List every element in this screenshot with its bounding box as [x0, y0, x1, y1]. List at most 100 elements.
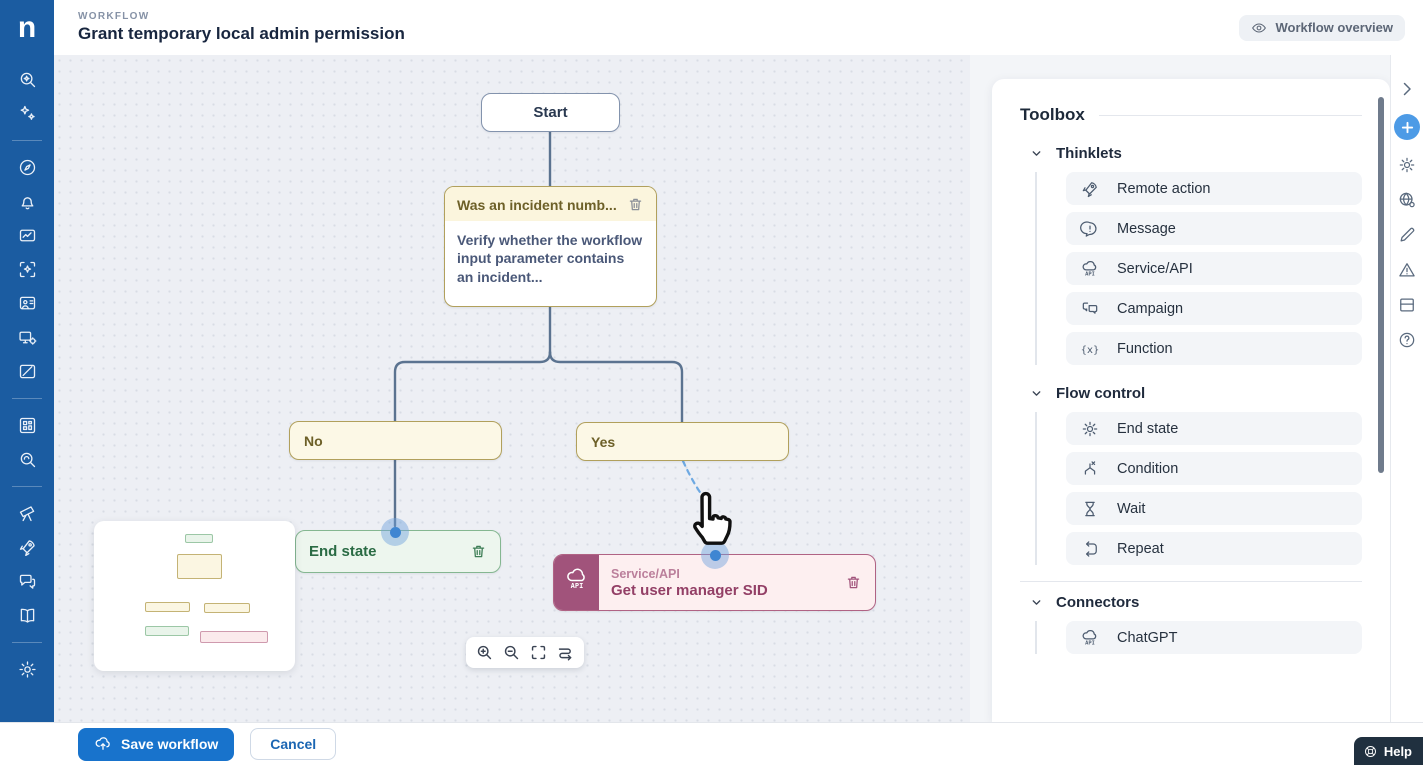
- compass-icon[interactable]: [17, 157, 38, 178]
- fit-view-icon[interactable]: [530, 644, 547, 661]
- toolbox-item-message[interactable]: Message: [1066, 212, 1362, 245]
- minimap-node: [204, 603, 250, 613]
- right-icon-rail: [1390, 55, 1423, 722]
- question-icon[interactable]: [1397, 330, 1417, 350]
- scan-sparkle-icon[interactable]: [17, 259, 38, 280]
- left-nav-sidebar: [0, 55, 54, 722]
- gear-icon: [1080, 419, 1100, 439]
- minimap-node: [177, 554, 222, 579]
- toolbox-section-flow-control: Flow control End state Condition Wait R: [1020, 385, 1362, 565]
- logo-letter: n: [17, 10, 37, 44]
- toolbox-item-end-state[interactable]: End state: [1066, 412, 1362, 445]
- cloud-api-icon: API: [1080, 259, 1100, 279]
- cloud-api-icon: API: [1080, 628, 1100, 648]
- function-icon: {x}: [1080, 339, 1100, 359]
- people-board-icon[interactable]: [17, 293, 38, 314]
- chart-frame-icon[interactable]: [17, 225, 38, 246]
- chevron-down-icon: [1032, 151, 1041, 156]
- message-bubble-icon: [1080, 219, 1100, 239]
- workflow-overview-button[interactable]: Workflow overview: [1239, 14, 1405, 41]
- cloud-upload-icon: [95, 737, 110, 750]
- devices-icon[interactable]: [17, 327, 38, 348]
- svg-text:API: API: [570, 582, 583, 590]
- save-workflow-button[interactable]: Save workflow: [78, 727, 235, 761]
- chevron-down-icon: [1032, 391, 1041, 396]
- chat-bubbles-icon: [1080, 299, 1100, 319]
- sidebar-divider: [12, 642, 42, 643]
- toolbox-item-campaign[interactable]: Campaign: [1066, 292, 1362, 325]
- toolbox-item-chatgpt[interactable]: API ChatGPT: [1066, 621, 1362, 654]
- trash-icon[interactable]: [470, 543, 487, 560]
- sparkles-icon[interactable]: [17, 103, 38, 124]
- sidebar-divider: [12, 140, 42, 141]
- toolbox-item-repeat[interactable]: Repeat: [1066, 532, 1362, 565]
- hourglass-icon: [1080, 499, 1100, 519]
- node-condition[interactable]: Was an incident numb... Verify whether t…: [444, 186, 657, 307]
- toolbox-item-function[interactable]: {x} Function: [1066, 332, 1362, 365]
- toolbox-title-rule: [1098, 114, 1362, 116]
- condition-title: Was an incident numb...: [457, 196, 617, 213]
- toolbox-scrollbar[interactable]: [1378, 97, 1384, 473]
- bell-icon[interactable]: [17, 191, 38, 212]
- service-api-title: Get user manager SID: [611, 581, 768, 599]
- gear-icon[interactable]: [1397, 155, 1417, 175]
- section-header-flow-control[interactable]: Flow control: [1020, 385, 1362, 402]
- node-start[interactable]: Start: [481, 93, 620, 132]
- chat-icon[interactable]: [17, 571, 38, 592]
- workflow-eyebrow: WORKFLOW: [78, 11, 150, 22]
- rocket-icon: [1080, 179, 1100, 199]
- minimap-node: [200, 631, 268, 643]
- discover-icon[interactable]: [17, 449, 38, 470]
- condition-description: Verify whether the workflow input parame…: [457, 232, 643, 285]
- title-block: WORKFLOW Grant temporary local admin per…: [78, 11, 405, 44]
- ai-search-icon[interactable]: [17, 69, 38, 90]
- minimap-node: [185, 534, 213, 543]
- warning-icon[interactable]: [1397, 260, 1417, 280]
- zoom-in-icon[interactable]: [476, 644, 493, 661]
- help-button[interactable]: Help: [1353, 737, 1423, 765]
- footer-action-bar: Save workflow Cancel: [0, 722, 1423, 765]
- toolbox-item-wait[interactable]: Wait: [1066, 492, 1362, 525]
- node-branch-yes[interactable]: Yes: [576, 422, 789, 461]
- section-header-thinklets[interactable]: Thinklets: [1020, 145, 1362, 162]
- zoom-out-icon[interactable]: [503, 644, 520, 661]
- toolbox-item-service-api[interactable]: API Service/API: [1066, 252, 1362, 285]
- dashboard-grid-icon[interactable]: [17, 415, 38, 436]
- toolbox-section-thinklets: Thinklets Remote action Message API Serv…: [1020, 145, 1362, 365]
- trash-icon[interactable]: [627, 196, 644, 213]
- branch-icon: [1080, 459, 1100, 479]
- add-circle-icon[interactable]: [1394, 114, 1420, 140]
- trash-icon[interactable]: [845, 574, 862, 591]
- cancel-button[interactable]: Cancel: [250, 728, 337, 760]
- node-service-api[interactable]: API Service/API Get user manager SID: [553, 554, 876, 611]
- workflow-canvas[interactable]: Start Was an incident numb... Verify whe…: [54, 55, 975, 722]
- svg-text:API: API: [1085, 640, 1095, 646]
- pencil-icon[interactable]: [1397, 225, 1417, 245]
- collapse-chevron-icon[interactable]: [1397, 79, 1417, 99]
- toolbox-item-remote-action[interactable]: Remote action: [1066, 172, 1362, 205]
- service-api-type-label: Service/API: [611, 566, 680, 581]
- service-api-icon-cell: API: [554, 555, 599, 610]
- section-header-connectors[interactable]: Connectors: [1020, 594, 1362, 611]
- reroute-icon[interactable]: [557, 644, 574, 661]
- minimap[interactable]: [94, 521, 295, 671]
- toolbox-divider: [1020, 581, 1362, 582]
- minimap-node: [145, 626, 189, 636]
- repeat-icon: [1080, 539, 1100, 559]
- layout-panel-icon[interactable]: [1397, 295, 1417, 315]
- end-state-label: End state: [309, 543, 377, 560]
- node-end-state[interactable]: End state: [295, 530, 501, 573]
- globe-gear-icon[interactable]: [1397, 190, 1417, 210]
- note-edit-icon[interactable]: [17, 361, 38, 382]
- node-branch-no[interactable]: No: [289, 421, 502, 460]
- sidebar-divider: [12, 398, 42, 399]
- rocket-icon[interactable]: [17, 537, 38, 558]
- telescope-icon[interactable]: [17, 503, 38, 524]
- right-panel-region: Toolbox Thinklets Remote action Message …: [970, 55, 1390, 722]
- app-header: n WORKFLOW Grant temporary local admin p…: [0, 0, 1423, 55]
- condition-header: Was an incident numb...: [445, 187, 656, 221]
- book-icon[interactable]: [17, 605, 38, 626]
- svg-text:{x}: {x}: [1081, 344, 1100, 355]
- toolbox-item-condition[interactable]: Condition: [1066, 452, 1362, 485]
- gear-icon[interactable]: [17, 659, 38, 680]
